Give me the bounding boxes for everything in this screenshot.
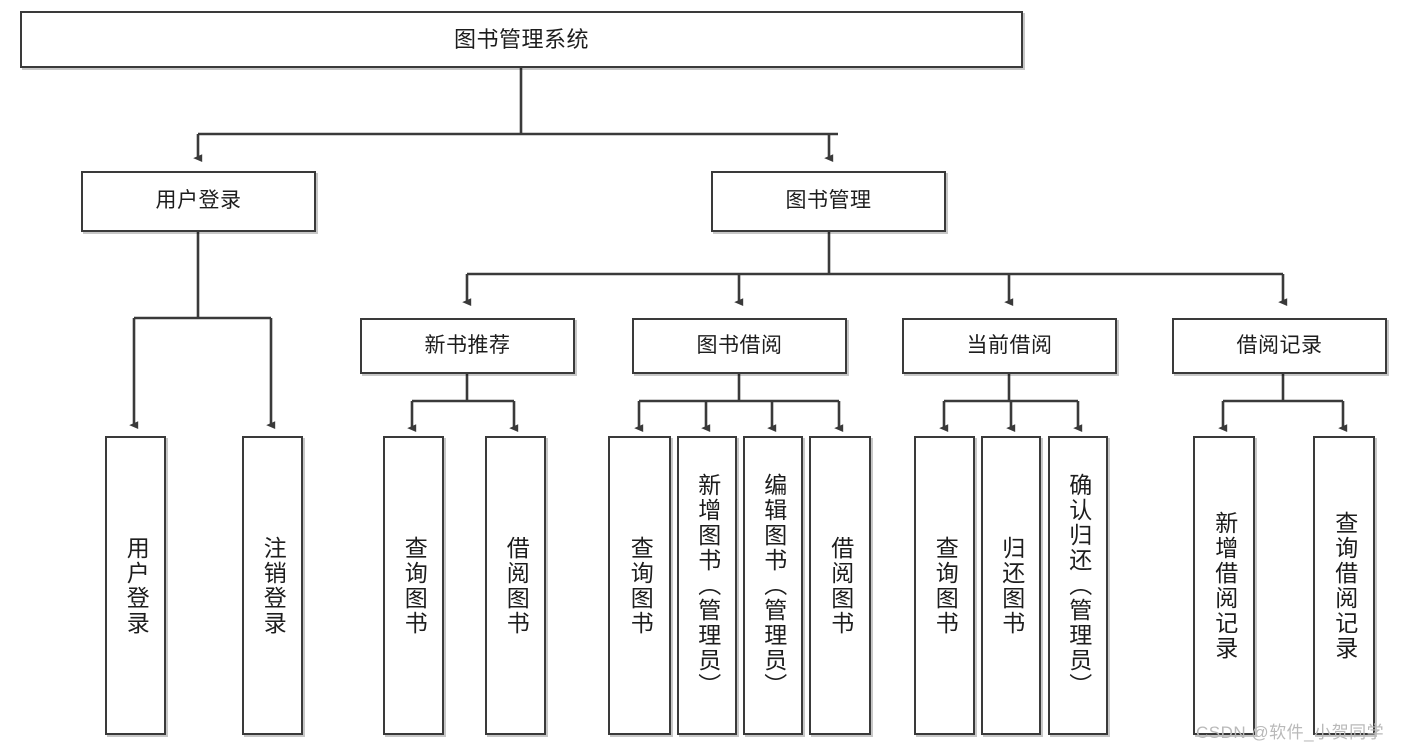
node-leaf-confirm-return[interactable]: 确认归还（管理员） [1048, 436, 1108, 735]
node-leaf-borrow-book-2-label: 借阅图书 [827, 535, 854, 636]
node-leaf-user-login-label: 用户登录 [123, 535, 150, 636]
node-leaf-edit-book-label: 编辑图书（管理员） [760, 473, 787, 698]
node-user-login[interactable]: 用户登录 [81, 171, 316, 232]
node-book-manage-label: 图书管理 [785, 189, 872, 213]
node-leaf-add-book[interactable]: 新增图书（管理员） [677, 436, 737, 735]
node-leaf-query-record-label: 查询借阅记录 [1331, 510, 1358, 661]
node-leaf-query-book-1[interactable]: 查询图书 [383, 436, 444, 735]
node-new-book-rec[interactable]: 新书推荐 [360, 318, 575, 374]
node-leaf-query-record[interactable]: 查询借阅记录 [1313, 436, 1375, 735]
node-leaf-query-book-2-label: 查询图书 [627, 535, 654, 636]
node-leaf-return-book[interactable]: 归还图书 [981, 436, 1041, 735]
node-book-borrow-label: 图书借阅 [696, 333, 783, 357]
node-leaf-logout-login[interactable]: 注销登录 [242, 436, 303, 735]
node-leaf-query-book-3-label: 查询图书 [932, 535, 959, 636]
node-leaf-query-book-1-label: 查询图书 [401, 535, 428, 636]
node-book-manage[interactable]: 图书管理 [711, 171, 946, 232]
node-leaf-query-book-3[interactable]: 查询图书 [914, 436, 975, 735]
node-book-borrow[interactable]: 图书借阅 [632, 318, 847, 374]
node-leaf-borrow-book-2[interactable]: 借阅图书 [809, 436, 871, 735]
node-leaf-user-login[interactable]: 用户登录 [105, 436, 166, 735]
node-root-label: 图书管理系统 [453, 26, 589, 52]
node-leaf-confirm-return-label: 确认归还（管理员） [1065, 473, 1092, 698]
node-leaf-add-book-label: 新增图书（管理员） [694, 473, 721, 698]
node-user-login-label: 用户登录 [155, 189, 242, 213]
node-leaf-add-record-label: 新增借阅记录 [1211, 510, 1238, 661]
node-leaf-logout-login-label: 注销登录 [260, 535, 287, 636]
node-root[interactable]: 图书管理系统 [20, 11, 1023, 68]
node-leaf-edit-book[interactable]: 编辑图书（管理员） [743, 436, 803, 735]
node-leaf-query-book-2[interactable]: 查询图书 [608, 436, 671, 735]
csdn-watermark: CSDN @软件_小贺同学 [1196, 723, 1385, 742]
node-leaf-return-book-label: 归还图书 [998, 535, 1025, 636]
node-borrow-record[interactable]: 借阅记录 [1172, 318, 1387, 374]
node-new-book-rec-label: 新书推荐 [424, 333, 511, 357]
node-current-borrow-label: 当前借阅 [966, 333, 1053, 357]
node-current-borrow[interactable]: 当前借阅 [902, 318, 1117, 374]
node-borrow-record-label: 借阅记录 [1236, 333, 1323, 357]
node-leaf-borrow-book-1[interactable]: 借阅图书 [485, 436, 546, 735]
node-leaf-add-record[interactable]: 新增借阅记录 [1193, 436, 1255, 735]
node-leaf-borrow-book-1-label: 借阅图书 [503, 535, 530, 636]
